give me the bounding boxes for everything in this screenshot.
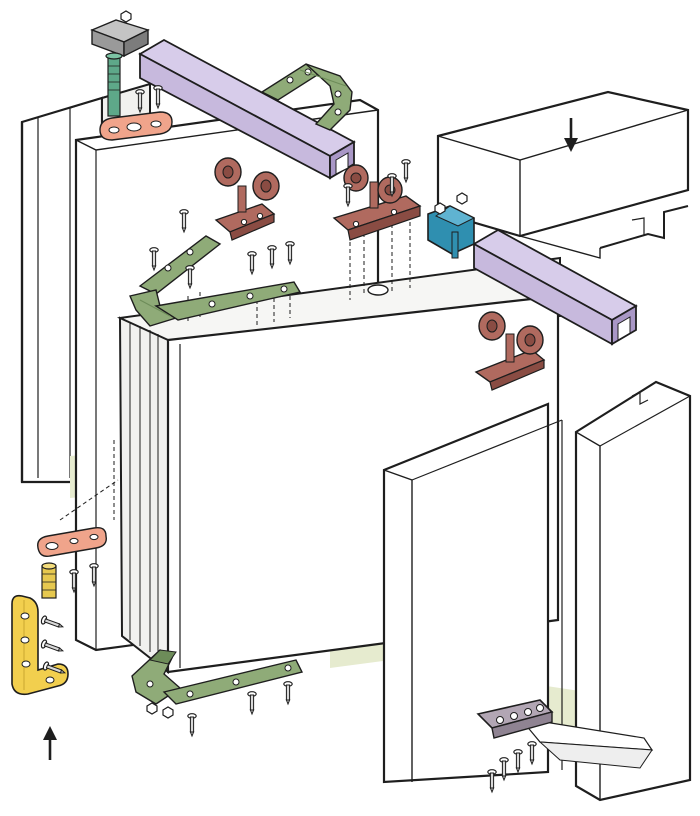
roller-hanger-1 <box>214 157 280 241</box>
right-jamb-panel <box>382 380 692 802</box>
up-arrow <box>43 726 57 760</box>
bottom-hinge <box>131 649 304 705</box>
top-pivot-bolt <box>105 52 123 117</box>
track-connector <box>427 192 476 259</box>
top-track-right <box>472 228 638 346</box>
alignment-lines <box>59 440 119 521</box>
bottom-pivot-plate <box>37 526 107 558</box>
top-hinge-middle <box>129 235 302 327</box>
down-arrow <box>564 118 578 152</box>
bottom-pivot-bushing <box>41 562 99 599</box>
top-track-left <box>138 38 356 180</box>
roller-hanger-3 <box>474 311 546 391</box>
top-pivot-clamp <box>90 10 150 58</box>
bottom-l-bracket <box>11 594 69 696</box>
header-block <box>436 90 690 259</box>
roller-hanger-2 <box>332 164 422 241</box>
floor-guide <box>476 699 654 793</box>
top-hinge-upper <box>260 63 353 131</box>
top-pivot-plate <box>99 111 173 141</box>
